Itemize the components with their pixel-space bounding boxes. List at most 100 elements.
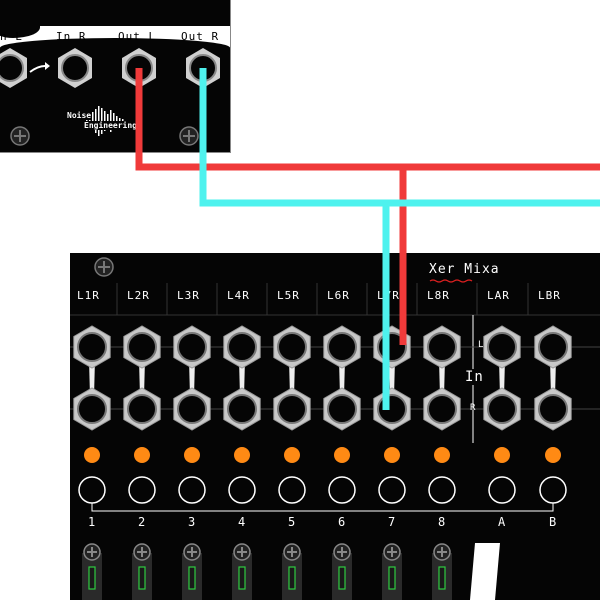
screw-icon	[183, 543, 201, 561]
jack-out-r[interactable]	[186, 48, 220, 88]
module-title: Xer Mixa	[429, 262, 500, 277]
channel-label-3: L3R	[177, 289, 200, 302]
label-band-notch	[0, 20, 40, 38]
slider-handle-2[interactable]	[138, 566, 146, 590]
normal-link	[550, 359, 556, 397]
button-B[interactable]	[539, 476, 567, 504]
label-out-l: Out L	[118, 30, 157, 43]
label-in-l: n L	[0, 30, 23, 43]
channel-number-5: 5	[288, 515, 297, 529]
led-4	[234, 447, 250, 463]
jack-in-r[interactable]	[58, 48, 92, 88]
button-3[interactable]	[178, 476, 206, 504]
channel-number-3: 3	[188, 515, 197, 529]
slider-handle-6[interactable]	[338, 566, 346, 590]
channel-number-6: 6	[338, 515, 347, 529]
jack-in-l[interactable]	[0, 48, 27, 88]
screw-icon	[233, 543, 251, 561]
slider-handle-3[interactable]	[188, 566, 196, 590]
channel-label-8: L8R	[427, 289, 450, 302]
slider-handle-8[interactable]	[438, 566, 446, 590]
jack-4-r[interactable]	[223, 387, 261, 431]
jack-B-l[interactable]	[534, 325, 572, 369]
channel-number-A: A	[498, 515, 507, 529]
slider-handle-1[interactable]	[88, 566, 96, 590]
channel-number-2: 2	[138, 515, 147, 529]
title-underline	[429, 279, 473, 283]
button-2[interactable]	[128, 476, 156, 504]
channel-label-7: L7R	[377, 289, 400, 302]
jack-8-l[interactable]	[423, 325, 461, 369]
in-r-label: R	[470, 403, 477, 413]
jack-5-r[interactable]	[273, 387, 311, 431]
screw-icon	[433, 543, 451, 561]
led-8	[434, 447, 450, 463]
mixer-module-panel: Xer Mixa L In R L1R 1 L2R 2 L3R 3 L4R 4 L5R 5 L6R 6…	[70, 253, 600, 600]
button-1[interactable]	[78, 476, 106, 504]
led-5	[284, 447, 300, 463]
top-module-panel: n L In R Out L Out R	[0, 0, 231, 153]
jack-1-r[interactable]	[73, 387, 111, 431]
partial-display	[470, 543, 500, 600]
jack-1-l[interactable]	[73, 325, 111, 369]
jack-A-r[interactable]	[483, 387, 521, 431]
label-out-r: Out R	[181, 30, 220, 43]
jack-7-l[interactable]	[373, 325, 411, 369]
channel-label-5: L5R	[277, 289, 300, 302]
jack-4-l[interactable]	[223, 325, 261, 369]
button-A[interactable]	[488, 476, 516, 504]
channel-number-8: 8	[438, 515, 447, 529]
normal-link	[289, 359, 295, 397]
channel-number-4: 4	[238, 515, 247, 529]
channel-number-7: 7	[388, 515, 397, 529]
slider-handle-7[interactable]	[388, 566, 396, 590]
jack-3-r[interactable]	[173, 387, 211, 431]
jack-2-l[interactable]	[123, 325, 161, 369]
jack-8-r[interactable]	[423, 387, 461, 431]
jack-3-l[interactable]	[173, 325, 211, 369]
in-l-label: L	[478, 340, 485, 350]
button-5[interactable]	[278, 476, 306, 504]
button-7[interactable]	[378, 476, 406, 504]
jack-5-l[interactable]	[273, 325, 311, 369]
normal-link	[339, 359, 345, 397]
screw-icon	[10, 126, 30, 146]
normal-link	[439, 359, 445, 397]
channel-label-6: L6R	[327, 289, 350, 302]
jack-7-r[interactable]	[373, 387, 411, 431]
number-bracket	[91, 498, 554, 512]
jack-A-l[interactable]	[483, 325, 521, 369]
screw-icon	[83, 543, 101, 561]
slider-handle-5[interactable]	[288, 566, 296, 590]
screw-icon	[283, 543, 301, 561]
cable-cyan[interactable]	[199, 68, 600, 207]
channel-label-B: LBR	[538, 289, 561, 302]
jack-2-r[interactable]	[123, 387, 161, 431]
jack-6-r[interactable]	[323, 387, 361, 431]
normal-link	[139, 359, 145, 397]
jack-6-l[interactable]	[323, 325, 361, 369]
screw-icon	[94, 257, 114, 277]
button-4[interactable]	[228, 476, 256, 504]
channel-label-A: LAR	[487, 289, 510, 302]
jack-out-l[interactable]	[122, 48, 156, 88]
led-7	[384, 447, 400, 463]
normal-link	[239, 359, 245, 397]
channel-number-B: B	[549, 515, 558, 529]
channel-number-1: 1	[88, 515, 97, 529]
led-3	[184, 447, 200, 463]
slider-handle-4[interactable]	[238, 566, 246, 590]
button-6[interactable]	[328, 476, 356, 504]
channel-label-2: L2R	[127, 289, 150, 302]
channel-label-4: L4R	[227, 289, 250, 302]
led-B	[545, 447, 561, 463]
mixer-graphics	[70, 257, 600, 600]
logo-line2: Engineering	[84, 121, 137, 130]
jack-B-r[interactable]	[534, 387, 572, 431]
normal-link	[499, 359, 505, 397]
channel-label-1: L1R	[77, 289, 100, 302]
arrow-icon	[29, 62, 50, 73]
in-label: In	[463, 369, 486, 385]
button-8[interactable]	[428, 476, 456, 504]
led-1	[84, 447, 100, 463]
